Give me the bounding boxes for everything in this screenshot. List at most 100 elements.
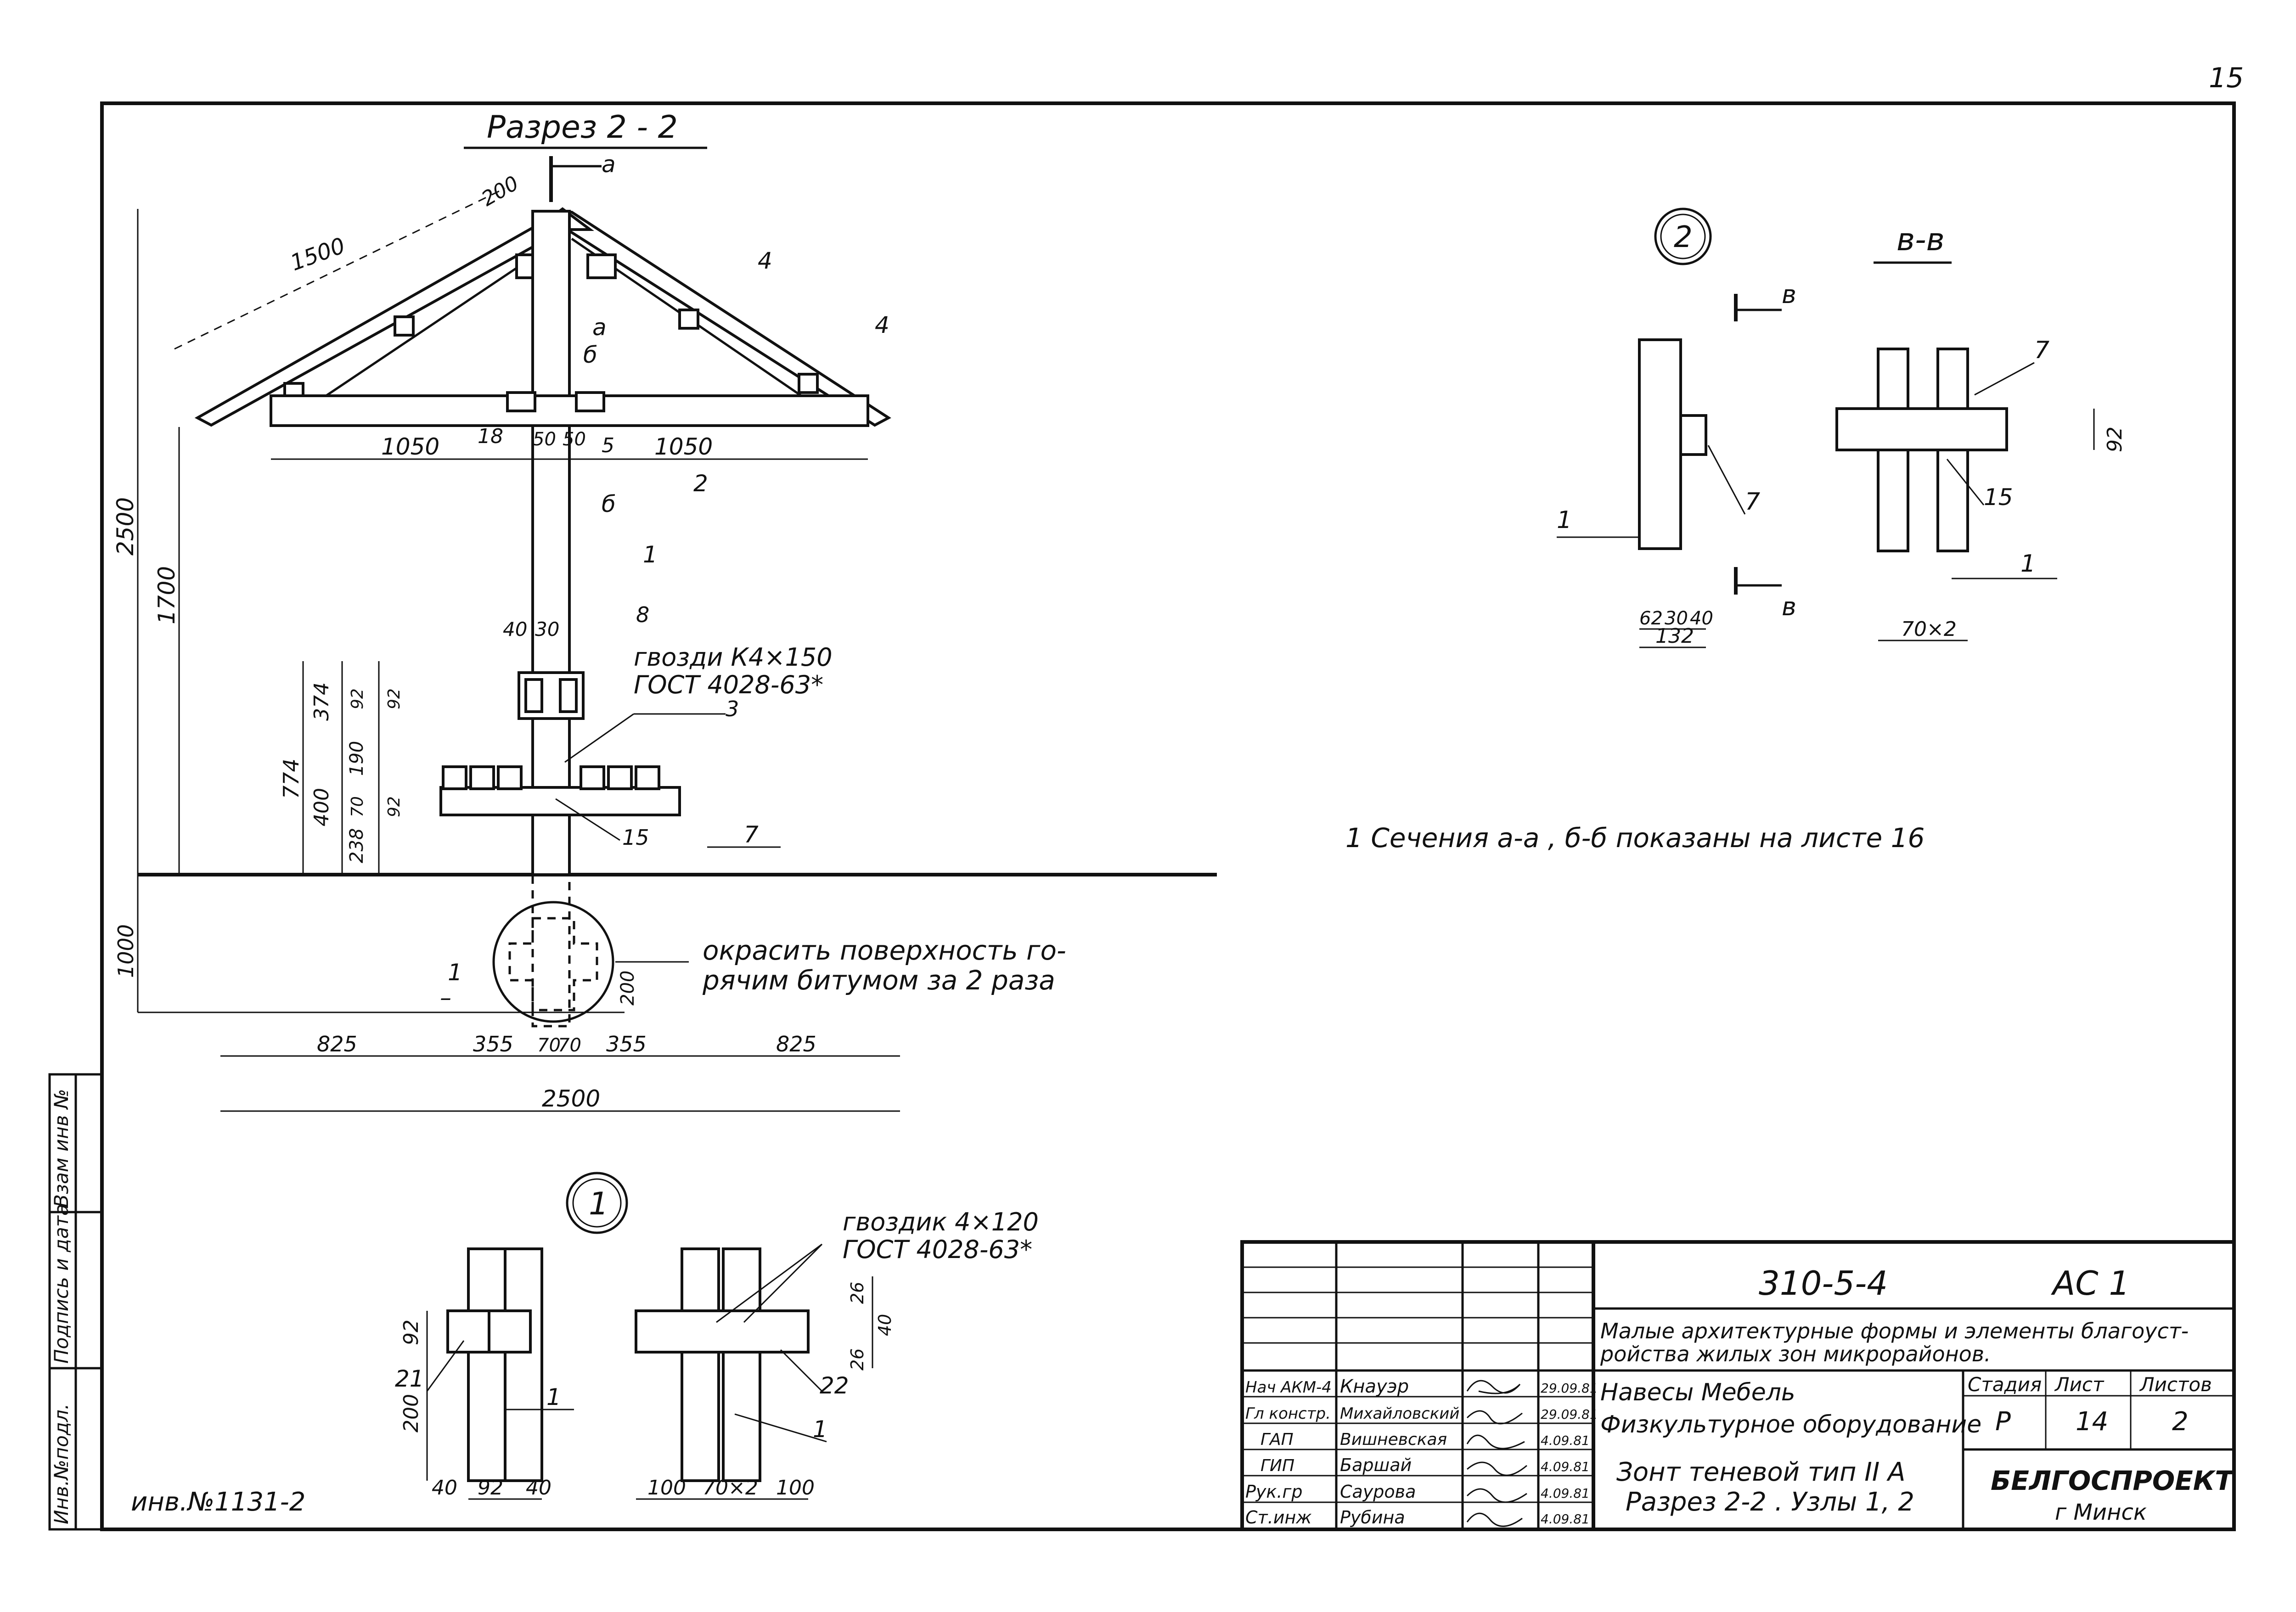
bitumen-note-1: окрасить поверхность го- (703, 935, 1066, 966)
dim-92b: 92 (385, 688, 404, 709)
node-2-dim-40: 40 (1690, 608, 1713, 629)
dim-825-right: 825 (776, 1032, 816, 1056)
section-v-v-dim-92: 92 (2103, 427, 2127, 452)
dim-92a: 92 (348, 688, 367, 709)
tb-staff-date: 4.09.81 (1541, 1511, 1590, 1527)
title-block: 310-5-4 АС 1 Малые архитектурные формы и… (1240, 1240, 2236, 1531)
tb-staff-role: Нач АКМ-4 (1245, 1378, 1332, 1397)
node-1-nails-1: гвоздик 4×120 (843, 1208, 1039, 1236)
node-1-label-22: 22 (820, 1372, 849, 1399)
node-1-dim-40c: 40 (875, 1314, 895, 1336)
dim-beam-c1: 50 (533, 429, 556, 450)
mark-b-1: б (583, 342, 597, 368)
mark-7: 7 (744, 821, 759, 848)
side-stamp-cell-3: Взам инв № (50, 1089, 73, 1208)
tb-sheet-mark: АС 1 (2051, 1264, 2130, 1303)
tb-staff-row: Ст.инж Рубина 4.09.81 (1245, 1507, 1590, 1528)
tb-staff-name: Рубина (1340, 1507, 1405, 1528)
tb-staff-name: Баршай (1340, 1455, 1412, 1475)
mark-4a: 4 (758, 247, 772, 274)
tb-subject-2: Физкультурное оборудование (1600, 1411, 1981, 1438)
node-1-dim-200: 200 (400, 1394, 423, 1432)
node-2-label-7: 7 (1745, 488, 1760, 516)
side-stamp-cell-2: Подпись и дата (50, 1204, 73, 1364)
node-1-dim-40b: 40 (526, 1476, 551, 1500)
tb-drawing-2: Разрез 2-2 . Узлы 1, 2 (1626, 1487, 1914, 1517)
dim-825-left: 825 (317, 1032, 357, 1056)
roof-slope (194, 211, 891, 427)
sheet-frame (100, 101, 2236, 1531)
mark-5: 5 (602, 434, 614, 457)
tb-staff-role: Рук.гр (1245, 1482, 1303, 1502)
dim-underground: 1000 (113, 924, 138, 978)
tb-staff-date: 29.09.81 (1541, 1407, 1598, 1422)
tb-staff-role: ГИП (1261, 1456, 1294, 1475)
cross-beam (270, 394, 869, 427)
nails-label-1: гвозди К4×150 (634, 643, 833, 672)
tb-staff-role: Гл констр. (1245, 1404, 1331, 1423)
node-1: 1 92 200 40 92 40 21 1 100 70×2 100 26 4… (395, 1172, 1039, 1500)
section-v-v-dim-70x2: 70×2 (1901, 618, 1957, 641)
mark-2: 2 (693, 470, 708, 497)
tb-col-stage: Стадия (1968, 1373, 2042, 1396)
tb-staff-name: Михайловский (1340, 1404, 1459, 1423)
dim-post-30: 30 (535, 618, 559, 640)
mark-15: 15 (622, 825, 649, 850)
tb-stage: Р (1995, 1407, 2011, 1437)
tb-staff-name: Кнауэр (1340, 1376, 1409, 1397)
node-1-dim-100b: 100 (776, 1476, 815, 1500)
node-1-dim-92: 92 (400, 1320, 423, 1345)
tb-col-sheets: Листов (2139, 1373, 2212, 1396)
page-number: 15 (2209, 62, 2244, 94)
node-1-nails-2: ГОСТ 4028-63* (843, 1235, 1032, 1264)
section-v-v: в-в 7 15 1 92 70×2 (1835, 222, 2127, 641)
mark-a: а (592, 314, 607, 341)
tb-staff-row: ГАП Вишневская 4.09.81 (1261, 1430, 1590, 1449)
node-1-dim-40a: 40 (432, 1476, 457, 1500)
dim-ridge: 200 (478, 171, 523, 211)
node-2-dim-30: 30 (1665, 608, 1688, 629)
node-2: 2 в в 1 7 62 30 40 132 (1557, 208, 1796, 648)
mark-1: 1 (643, 541, 658, 568)
node-1-dim-70x2: 70×2 (703, 1476, 758, 1500)
tb-staff-row: ГИП Баршай 4.09.81 (1261, 1455, 1590, 1475)
dim-200: 200 (617, 971, 638, 1005)
mark-b-2: б (602, 491, 616, 517)
node-1-label-21: 21 (395, 1365, 424, 1392)
tb-description-2: ройства жилых зон микрорайонов. (1600, 1342, 1991, 1366)
dim-238: 238 (346, 828, 367, 863)
mark-8: 8 (636, 602, 649, 627)
signatures (1466, 1380, 1527, 1527)
tb-staff-date: 4.09.81 (1541, 1433, 1590, 1448)
bitumen-note-2: рячим битумом за 2 раза (702, 965, 1055, 996)
mark-1-foundation-sub: – (440, 984, 451, 1011)
dim-beam-c2: 50 (563, 429, 586, 450)
node-2-cut-mark: в (1782, 280, 1796, 309)
sections-note: 1 Сечения а-а , б-б показаны на листе 16 (1345, 822, 1925, 854)
section-v-v-label-1: 1 (2020, 550, 2036, 578)
tb-staff-role: ГАП (1261, 1430, 1294, 1449)
tb-org-1: БЕЛГОСПРОЕКТ (1991, 1465, 2235, 1496)
dim-post-height: 1700 (153, 566, 180, 624)
dim-400: 400 (310, 788, 333, 826)
tb-staff-row: Нач АКМ-4 Кнауэр 29.09.81 (1245, 1376, 1598, 1397)
dim-374: 374 (310, 682, 333, 721)
tb-staff-name: Вишневская (1340, 1430, 1447, 1449)
tb-staff-role: Ст.инж (1245, 1507, 1312, 1528)
dim-190: 190 (346, 741, 367, 776)
mark-18: 18 (478, 425, 503, 448)
tb-col-sheet: Лист (2054, 1373, 2105, 1396)
dim-70-left: 70 (537, 1035, 561, 1056)
dim-774: 774 (279, 758, 304, 799)
node-1-dim-26a: 26 (847, 1282, 867, 1304)
mark-1-foundation: 1 (448, 959, 462, 986)
tb-sheets: 2 (2172, 1407, 2189, 1437)
node-2-label-1: 1 (1557, 506, 1572, 534)
node-1-dim-100a: 100 (647, 1476, 686, 1500)
mark-3: 3 (726, 696, 739, 721)
mark-4b: 4 (875, 312, 889, 338)
node-1-dim-26b: 26 (847, 1348, 867, 1370)
side-stamp-cell-1: Инв.№подл. (50, 1404, 73, 1524)
dim-355-right: 355 (606, 1032, 647, 1056)
